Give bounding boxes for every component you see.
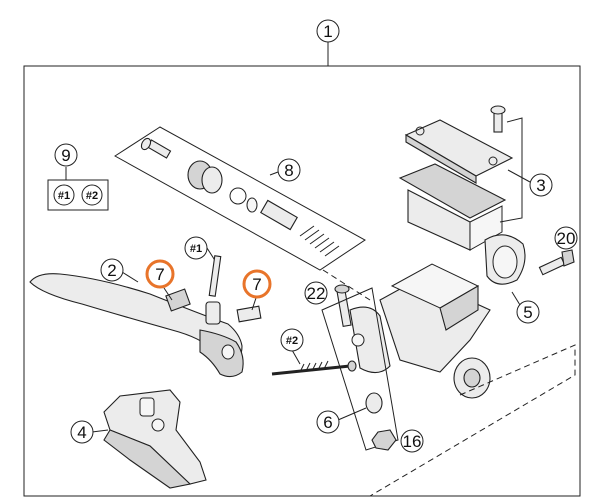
push-rod-kit-2: #2 — [271, 328, 357, 376]
bracket-6-16 — [321, 287, 399, 451]
handlebar-clamp-5: 5 — [484, 234, 540, 324]
callout-1: 1 — [316, 19, 340, 43]
callout-7-highlighted-left: 7 — [145, 259, 175, 301]
dashed-assembly-line-lower — [369, 344, 576, 497]
svg-text:4: 4 — [77, 423, 86, 442]
piston-kit-8: 8 — [114, 126, 366, 271]
kit-label-1: #1 — [58, 190, 70, 202]
bushing-6: 6 — [316, 392, 383, 434]
kit-label-1-lever: #1 — [190, 243, 202, 255]
svg-text:2: 2 — [107, 261, 116, 280]
lever-pivot-screw-22: 22 — [304, 281, 352, 328]
svg-text:6: 6 — [323, 413, 332, 432]
master-cylinder-body — [349, 263, 491, 399]
kit-9-group: 9 #1 #2 — [47, 143, 109, 211]
dashed-assembly-line-upper — [322, 269, 371, 301]
svg-text:22: 22 — [307, 284, 326, 303]
svg-text:20: 20 — [557, 229, 576, 248]
clamp-screw-20: 20 — [538, 226, 578, 276]
svg-text:3: 3 — [536, 176, 545, 195]
svg-text:9: 9 — [61, 146, 70, 165]
svg-text:7: 7 — [252, 275, 261, 294]
svg-text:5: 5 — [523, 303, 532, 322]
lever-guard-4: 4 — [70, 389, 207, 489]
svg-text:1: 1 — [323, 22, 332, 41]
kit-label-2: #2 — [86, 190, 98, 202]
svg-text:8: 8 — [284, 161, 293, 180]
callout-7-highlighted-right: 7 — [242, 269, 272, 311]
nut-16: 16 — [371, 429, 424, 453]
lever-adjuster-kit-1: #1 — [165, 236, 262, 325]
assembly-frame — [23, 65, 581, 497]
kit-label-2-spring: #2 — [286, 335, 298, 347]
brake-lever-2: 2 — [29, 258, 244, 378]
svg-text:16: 16 — [403, 432, 422, 451]
svg-text:7: 7 — [155, 265, 164, 284]
reservoir-cap-3: 3 — [398, 105, 553, 251]
